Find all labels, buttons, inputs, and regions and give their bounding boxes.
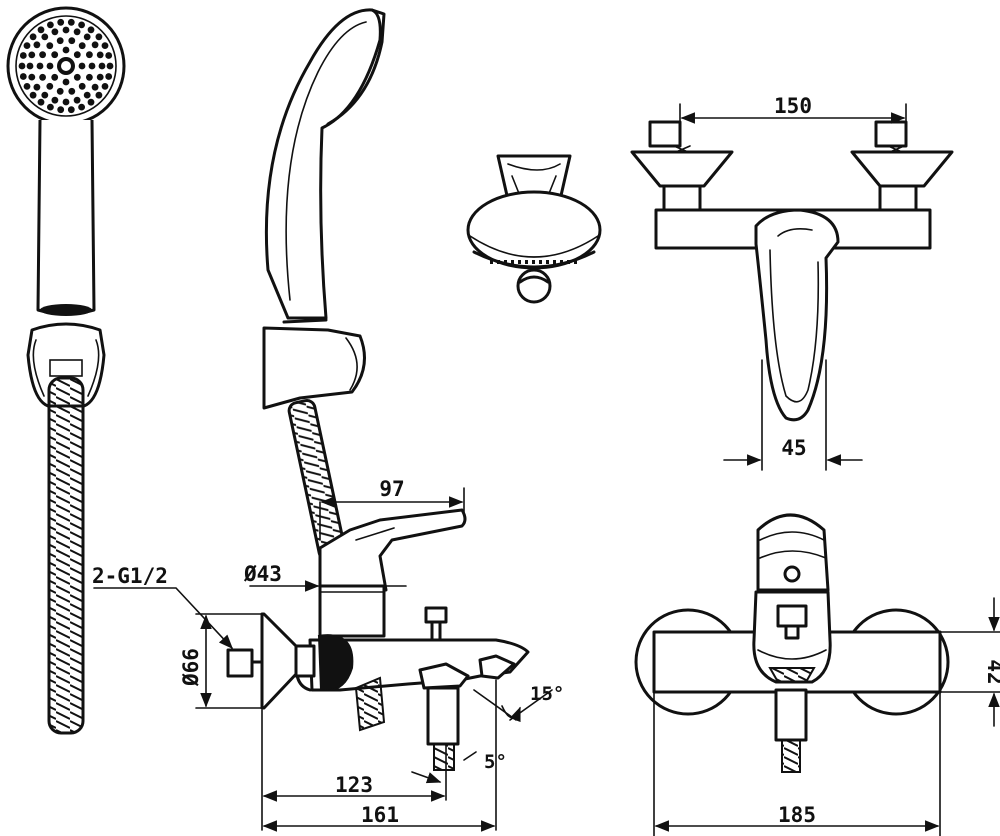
spray-nozzle (87, 26, 95, 34)
dim-connection: 2-G1/2 (92, 564, 168, 588)
spray-nozzle (19, 73, 27, 80)
spray-nozzle (47, 103, 54, 111)
spray-nozzle (95, 33, 103, 41)
spray-nozzle (83, 91, 91, 99)
dim-161: 161 (361, 803, 399, 827)
spray-nozzle (101, 42, 109, 49)
spray-nozzle (33, 41, 41, 49)
spray-nozzle (23, 83, 31, 90)
spray-nozzle (41, 91, 49, 99)
spray-nozzle (19, 52, 27, 59)
dim-spout-angle: 15° (530, 683, 564, 705)
spray-nozzle (46, 62, 54, 70)
spray-nozzle (88, 62, 96, 70)
spray-nozzle (105, 52, 113, 59)
dim-body-diameter: Ø43 (243, 562, 282, 586)
spray-nozzle (47, 21, 54, 29)
spray-nozzle (37, 26, 45, 34)
hand-shower-front-view (6, 6, 126, 735)
spray-nozzle (101, 83, 109, 90)
spray-nozzle (57, 18, 65, 26)
dim-45: 45 (781, 436, 806, 460)
spray-nozzle (73, 28, 81, 36)
spray-nozzle (96, 51, 104, 59)
spray-nozzle (91, 83, 99, 91)
dim-123: 123 (335, 773, 373, 797)
spray-nozzle (95, 91, 103, 99)
spray-nozzle (57, 106, 65, 114)
spray-nozzle (39, 51, 46, 59)
spray-nozzle (73, 73, 81, 81)
dim-flange-diameter: Ø66 (179, 648, 203, 687)
dimension-labels: 150 45 97 2-G1/2 Ø43 Ø66 15° 5° 123 161 … (92, 94, 1000, 827)
spray-nozzle (56, 87, 64, 95)
spray-nozzle (106, 62, 114, 70)
spray-nozzle (62, 98, 70, 106)
spray-nozzle (51, 96, 59, 104)
spray-nozzle (96, 73, 104, 81)
spray-nozzle (29, 91, 37, 99)
spray-nozzle (62, 78, 70, 86)
spray-nozzle (41, 33, 49, 41)
spray-nozzle (78, 103, 85, 111)
spray-nozzle (37, 98, 45, 106)
top-view (630, 120, 954, 422)
shower-head-icon (6, 6, 126, 126)
spray-nozzle (36, 62, 44, 70)
spray-nozzle (28, 73, 36, 81)
spray-nozzle (26, 62, 34, 70)
holder-detail (466, 154, 602, 304)
spray-nozzle (33, 83, 41, 91)
spray-nozzle (78, 62, 86, 70)
spray-nozzle (73, 96, 81, 104)
spray-nozzle (83, 33, 91, 41)
spray-nozzle (56, 37, 64, 45)
spray-nozzle (28, 51, 36, 59)
spray-nozzle (51, 51, 59, 59)
spray-nozzle (68, 87, 76, 95)
spray-nozzle (29, 33, 37, 41)
spray-nozzle (46, 82, 54, 90)
dimension-lines (93, 103, 1000, 836)
spray-nozzle (87, 98, 95, 106)
dim-42: 42 (983, 659, 1000, 684)
eccentric-connector-icon (226, 612, 316, 710)
spray-nozzle (78, 21, 85, 29)
dim-150: 150 (774, 94, 812, 118)
dim-lever-angle: 5° (484, 751, 507, 773)
hose-icon (47, 376, 85, 735)
spray-nozzle (86, 73, 93, 81)
spray-nozzle (73, 51, 81, 59)
spray-nozzle (68, 37, 76, 45)
spray-nozzle (91, 41, 99, 49)
shower-holder-icon (26, 322, 106, 408)
spray-nozzle (39, 73, 46, 81)
side-view (226, 8, 530, 771)
spray-nozzle (67, 18, 75, 26)
spray-nozzle (86, 51, 93, 59)
spray-nozzle (67, 106, 75, 114)
spray-nozzle (51, 28, 59, 36)
dim-185: 185 (778, 803, 816, 827)
spray-nozzle (18, 62, 26, 70)
spray-nozzle (62, 46, 70, 54)
spray-nozzle (23, 42, 31, 49)
spray-nozzle (46, 42, 54, 50)
spray-nozzle (78, 82, 86, 90)
spray-nozzle (78, 42, 86, 50)
spray-nozzle (51, 73, 59, 81)
front-view (634, 513, 950, 773)
spray-nozzle (98, 62, 106, 70)
dim-97: 97 (379, 477, 404, 501)
spray-nozzle (62, 26, 70, 34)
spray-nozzle (105, 73, 113, 80)
